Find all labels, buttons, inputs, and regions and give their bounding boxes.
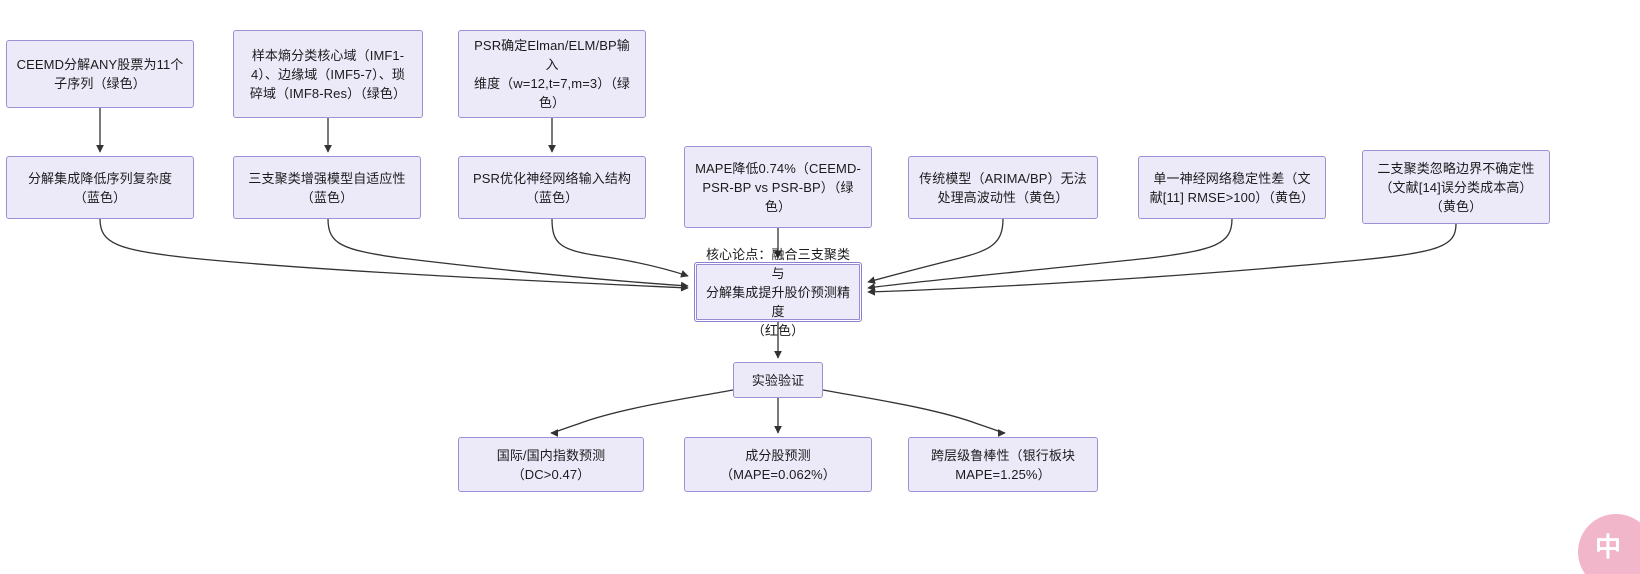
node-label: 核心论点：融合三支聚类与 分解集成提升股价预测精度 （红色） [705, 246, 851, 338]
node-psr-optimize-structure[interactable]: PSR优化神经网络输入结构 （蓝色） [458, 156, 646, 219]
edge-n4-core [99, 218, 689, 292]
node-constituent-stock-forecast[interactable]: 成分股预测 （MAPE=0.062%） [684, 437, 872, 492]
node-label: 国际/国内指数预测 （DC>0.47） [496, 447, 606, 482]
node-traditional-model-limitation[interactable]: 传统模型（ARIMA/BP）无法 处理高波动性（黄色） [908, 156, 1098, 219]
node-label: PSR优化神经网络输入结构 （蓝色） [472, 170, 632, 205]
edge-n5-core [327, 218, 689, 290]
edge-n10-core [867, 223, 1457, 296]
watermark-text: 中 [1594, 531, 1621, 562]
edge-n11-n14 [822, 389, 1006, 437]
watermark-badge: 中 [1578, 514, 1640, 574]
node-label: 成分股预测 （MAPE=0.062%） [720, 447, 836, 482]
node-core-argument[interactable]: 核心论点：融合三支聚类与 分解集成提升股价预测精度 （红色） [694, 247, 862, 338]
edge-n8-core [867, 218, 1004, 284]
node-cross-level-robustness[interactable]: 跨层级鲁棒性（银行板块 MAPE=1.25%） [908, 437, 1098, 492]
node-ceemd-decompose[interactable]: CEEMD分解ANY股票为11个 子序列（绿色） [6, 40, 194, 108]
node-sample-entropy-classify[interactable]: 样本熵分类核心域（IMF1- 4）、边缘域（IMF5-7）、琐 碎域（IMF8-… [233, 30, 423, 118]
edge-n11-n12 [550, 389, 734, 437]
node-label: PSR确定Elman/ELM/BP输入 维度（w=12,t=7,m=3）（绿 色… [473, 38, 631, 110]
node-label: 三支聚类增强模型自适应性 （蓝色） [248, 170, 406, 205]
node-label: 二支聚类忽略边界不确定性 （文献[14]误分类成本高） （黄色） [1377, 160, 1535, 214]
node-mape-improvement[interactable]: MAPE降低0.74%（CEEMD- PSR-BP vs PSR-BP）（绿 色… [684, 146, 872, 228]
node-reduce-complexity[interactable]: 分解集成降低序列复杂度 （蓝色） [6, 156, 194, 219]
edge-n9-core [867, 218, 1233, 291]
node-label: 样本熵分类核心域（IMF1- 4）、边缘域（IMF5-7）、琐 碎域（IMF8-… [249, 47, 407, 101]
node-label: 实验验证 [751, 372, 805, 388]
node-label: 传统模型（ARIMA/BP）无法 处理高波动性（黄色） [919, 170, 1087, 205]
node-experimental-validation[interactable]: 实验验证 [733, 362, 823, 398]
node-label: 单一神经网络稳定性差（文 献[11] RMSE>100）（黄色） [1149, 170, 1315, 205]
node-three-way-clustering-adaptivity[interactable]: 三支聚类增强模型自适应性 （蓝色） [233, 156, 421, 219]
node-label: MAPE降低0.74%（CEEMD- PSR-BP vs PSR-BP）（绿 色… [695, 160, 861, 214]
node-label: 跨层级鲁棒性（银行板块 MAPE=1.25%） [930, 447, 1076, 482]
edge-n6-core [551, 218, 689, 278]
node-index-forecast[interactable]: 国际/国内指数预测 （DC>0.47） [458, 437, 644, 492]
node-two-way-clustering-limitation[interactable]: 二支聚类忽略边界不确定性 （文献[14]误分类成本高） （黄色） [1362, 150, 1550, 224]
node-single-nn-instability[interactable]: 单一神经网络稳定性差（文 献[11] RMSE>100）（黄色） [1138, 156, 1326, 219]
node-psr-input-dimension[interactable]: PSR确定Elman/ELM/BP输入 维度（w=12,t=7,m=3）（绿 色… [458, 30, 646, 118]
node-label: CEEMD分解ANY股票为11个 子序列（绿色） [16, 57, 184, 91]
node-label: 分解集成降低序列复杂度 （蓝色） [27, 170, 173, 205]
